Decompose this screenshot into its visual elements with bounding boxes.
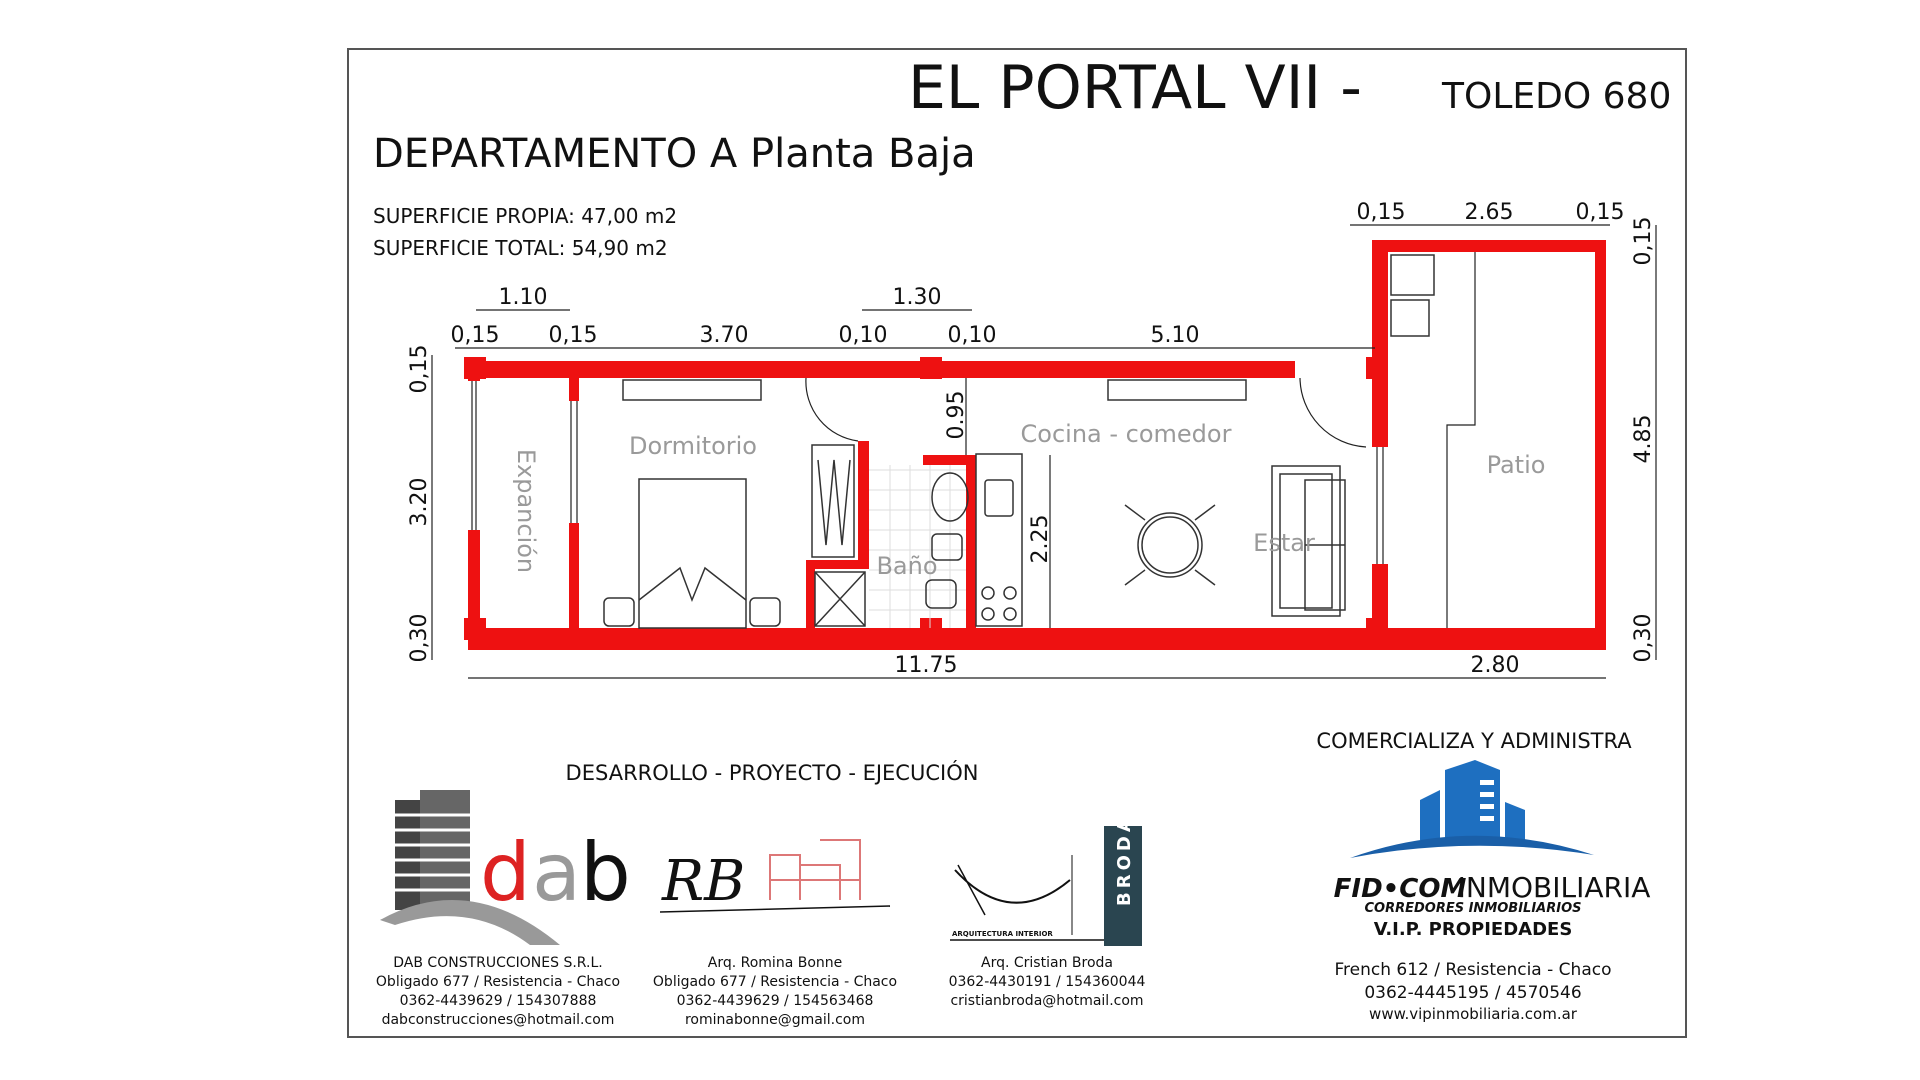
dim-patio-3: 0,15 (1576, 200, 1625, 225)
dab-logo: d a b (380, 790, 631, 945)
credit-rb: Arq. Romina Bonne Obligado 677 / Resiste… (653, 955, 897, 1028)
kitchen-sink-icon (984, 479, 1014, 517)
svg-text:dabconstrucciones@hotmail.com: dabconstrucciones@hotmail.com (382, 1012, 615, 1028)
bed-icon (638, 478, 747, 629)
svg-text:Obligado 677 / Resistencia - C: Obligado 677 / Resistencia - Chaco (653, 974, 897, 990)
kitchen-counter (975, 453, 1023, 627)
room-living: Estar (1253, 529, 1315, 557)
rug-icon (1271, 465, 1341, 617)
project-address: TOLEDO 680 (1441, 76, 1671, 117)
dim-door: 0.95 (944, 391, 969, 440)
room-kitchen-dining: Cocina - comedor (1021, 420, 1232, 448)
svg-text:0362-4439629 / 154307888: 0362-4439629 / 154307888 (400, 993, 597, 1009)
room-expansion: Expanción (512, 449, 540, 573)
agency-brand: FID•COM (1334, 874, 1467, 904)
broda-logo-text: BRODA (1114, 814, 1135, 906)
washer-icon (1390, 299, 1430, 337)
svg-text:0362-4439629 / 154563468: 0362-4439629 / 154563468 (677, 993, 874, 1009)
dab-logo-a: a (532, 826, 581, 919)
closet-icon (811, 444, 855, 558)
agency-name: V.I.P. PROPIEDADES (1374, 919, 1573, 940)
svg-text:rominabonne@gmail.com: rominabonne@gmail.com (685, 1012, 865, 1028)
dim-top-4: 0,10 (839, 323, 888, 348)
bidet-icon (931, 533, 963, 561)
project-title: EL PORTAL VII - (908, 53, 1362, 123)
surface-total: SUPERFICIE TOTAL: 54,90 m2 (373, 236, 668, 260)
surface-own: SUPERFICIE PROPIA: 47,00 m2 (373, 204, 677, 228)
dim-left-1: 0,15 (407, 345, 432, 394)
svg-text:Arq. Romina Bonne: Arq. Romina Bonne (708, 955, 843, 971)
dim-right-1: 0,15 (1631, 217, 1656, 266)
dim-kitchen: 2.25 (1028, 515, 1053, 564)
dim-bottom-2: 2.80 (1471, 653, 1520, 678)
fidcom-building-logo (1350, 760, 1594, 858)
dim-top-1: 0,15 (451, 323, 500, 348)
dim-left-2: 3.20 (407, 478, 432, 527)
agency-website[interactable]: www.vipinmobiliaria.com.ar (1369, 1005, 1578, 1023)
room-patio: Patio (1487, 451, 1546, 479)
agency-phones: 0362-4445195 / 4570546 (1364, 983, 1581, 1003)
svg-text:cristianbroda@hotmail.com: cristianbroda@hotmail.com (950, 993, 1143, 1009)
credit-dab: DAB CONSTRUCCIONES S.R.L. Obligado 677 /… (376, 955, 620, 1028)
room-bedroom: Dormitorio (629, 432, 757, 460)
dim-top-5: 0,10 (948, 323, 997, 348)
dim-top-2: 0,15 (549, 323, 598, 348)
dim-top-6: 5.10 (1151, 323, 1200, 348)
dim-right-3: 0,30 (1631, 614, 1656, 663)
rb-logo-text: RB (661, 849, 745, 914)
toilet-icon (925, 579, 957, 609)
sink-icon (931, 472, 969, 522)
dim-bottom-1: 11.75 (895, 653, 958, 678)
agency-address: French 612 / Resistencia - Chaco (1335, 960, 1612, 980)
svg-text:Arq. Cristian Broda: Arq. Cristian Broda (981, 955, 1113, 971)
broda-logo: ARQUITECTURA INTERIOR BRODA (950, 814, 1142, 946)
dim-right-2: 4.85 (1631, 415, 1656, 464)
credits-heading: DESARROLLO - PROYECTO - EJECUCIÓN (566, 760, 979, 785)
tv-shelf (1107, 379, 1247, 401)
dim-patio-2: 2.65 (1465, 200, 1514, 225)
svg-text:DAB CONSTRUCCIONES S.R.L.: DAB CONSTRUCCIONES S.R.L. (393, 955, 602, 971)
fixtures (471, 252, 1476, 629)
agency-heading: COMERCIALIZA Y ADMINISTRA (1316, 729, 1632, 753)
nightstand-icon (603, 597, 635, 627)
dim-upper-2: 1.30 (893, 285, 942, 310)
stove-icon (981, 586, 1017, 621)
walls (464, 240, 1606, 650)
dimension-lines (431, 224, 1657, 679)
dining-table-icon (1137, 512, 1203, 578)
nightstand-icon (749, 597, 781, 627)
dim-top-3: 3.70 (700, 323, 749, 348)
shower-icon (814, 571, 866, 627)
unit-subtitle: DEPARTAMENTO A Planta Baja (373, 131, 976, 177)
dim-upper-1: 1.10 (499, 285, 548, 310)
agency-brand-suffix: INMOBILIARIA (1458, 871, 1651, 904)
dim-patio-1: 0,15 (1357, 200, 1406, 225)
agency-tagline: CORREDORES INMOBILIARIOS (1364, 901, 1581, 916)
wardrobe-shelf (622, 379, 762, 401)
rb-logo: RB (659, 839, 891, 914)
dab-logo-b: b (580, 826, 631, 919)
credit-broda: Arq. Cristian Broda 0362-4430191 / 15436… (949, 955, 1146, 1009)
broda-logo-sub: ARQUITECTURA INTERIOR (952, 930, 1053, 938)
svg-text:Obligado 677 / Resistencia - C: Obligado 677 / Resistencia - Chaco (376, 974, 620, 990)
svg-text:0362-4430191 / 154360044: 0362-4430191 / 154360044 (949, 974, 1146, 990)
dim-left-3: 0,30 (407, 614, 432, 663)
room-bathroom: Baño (876, 552, 937, 580)
dab-logo-d: d (480, 826, 531, 919)
laundry-sink-icon (1390, 254, 1435, 296)
